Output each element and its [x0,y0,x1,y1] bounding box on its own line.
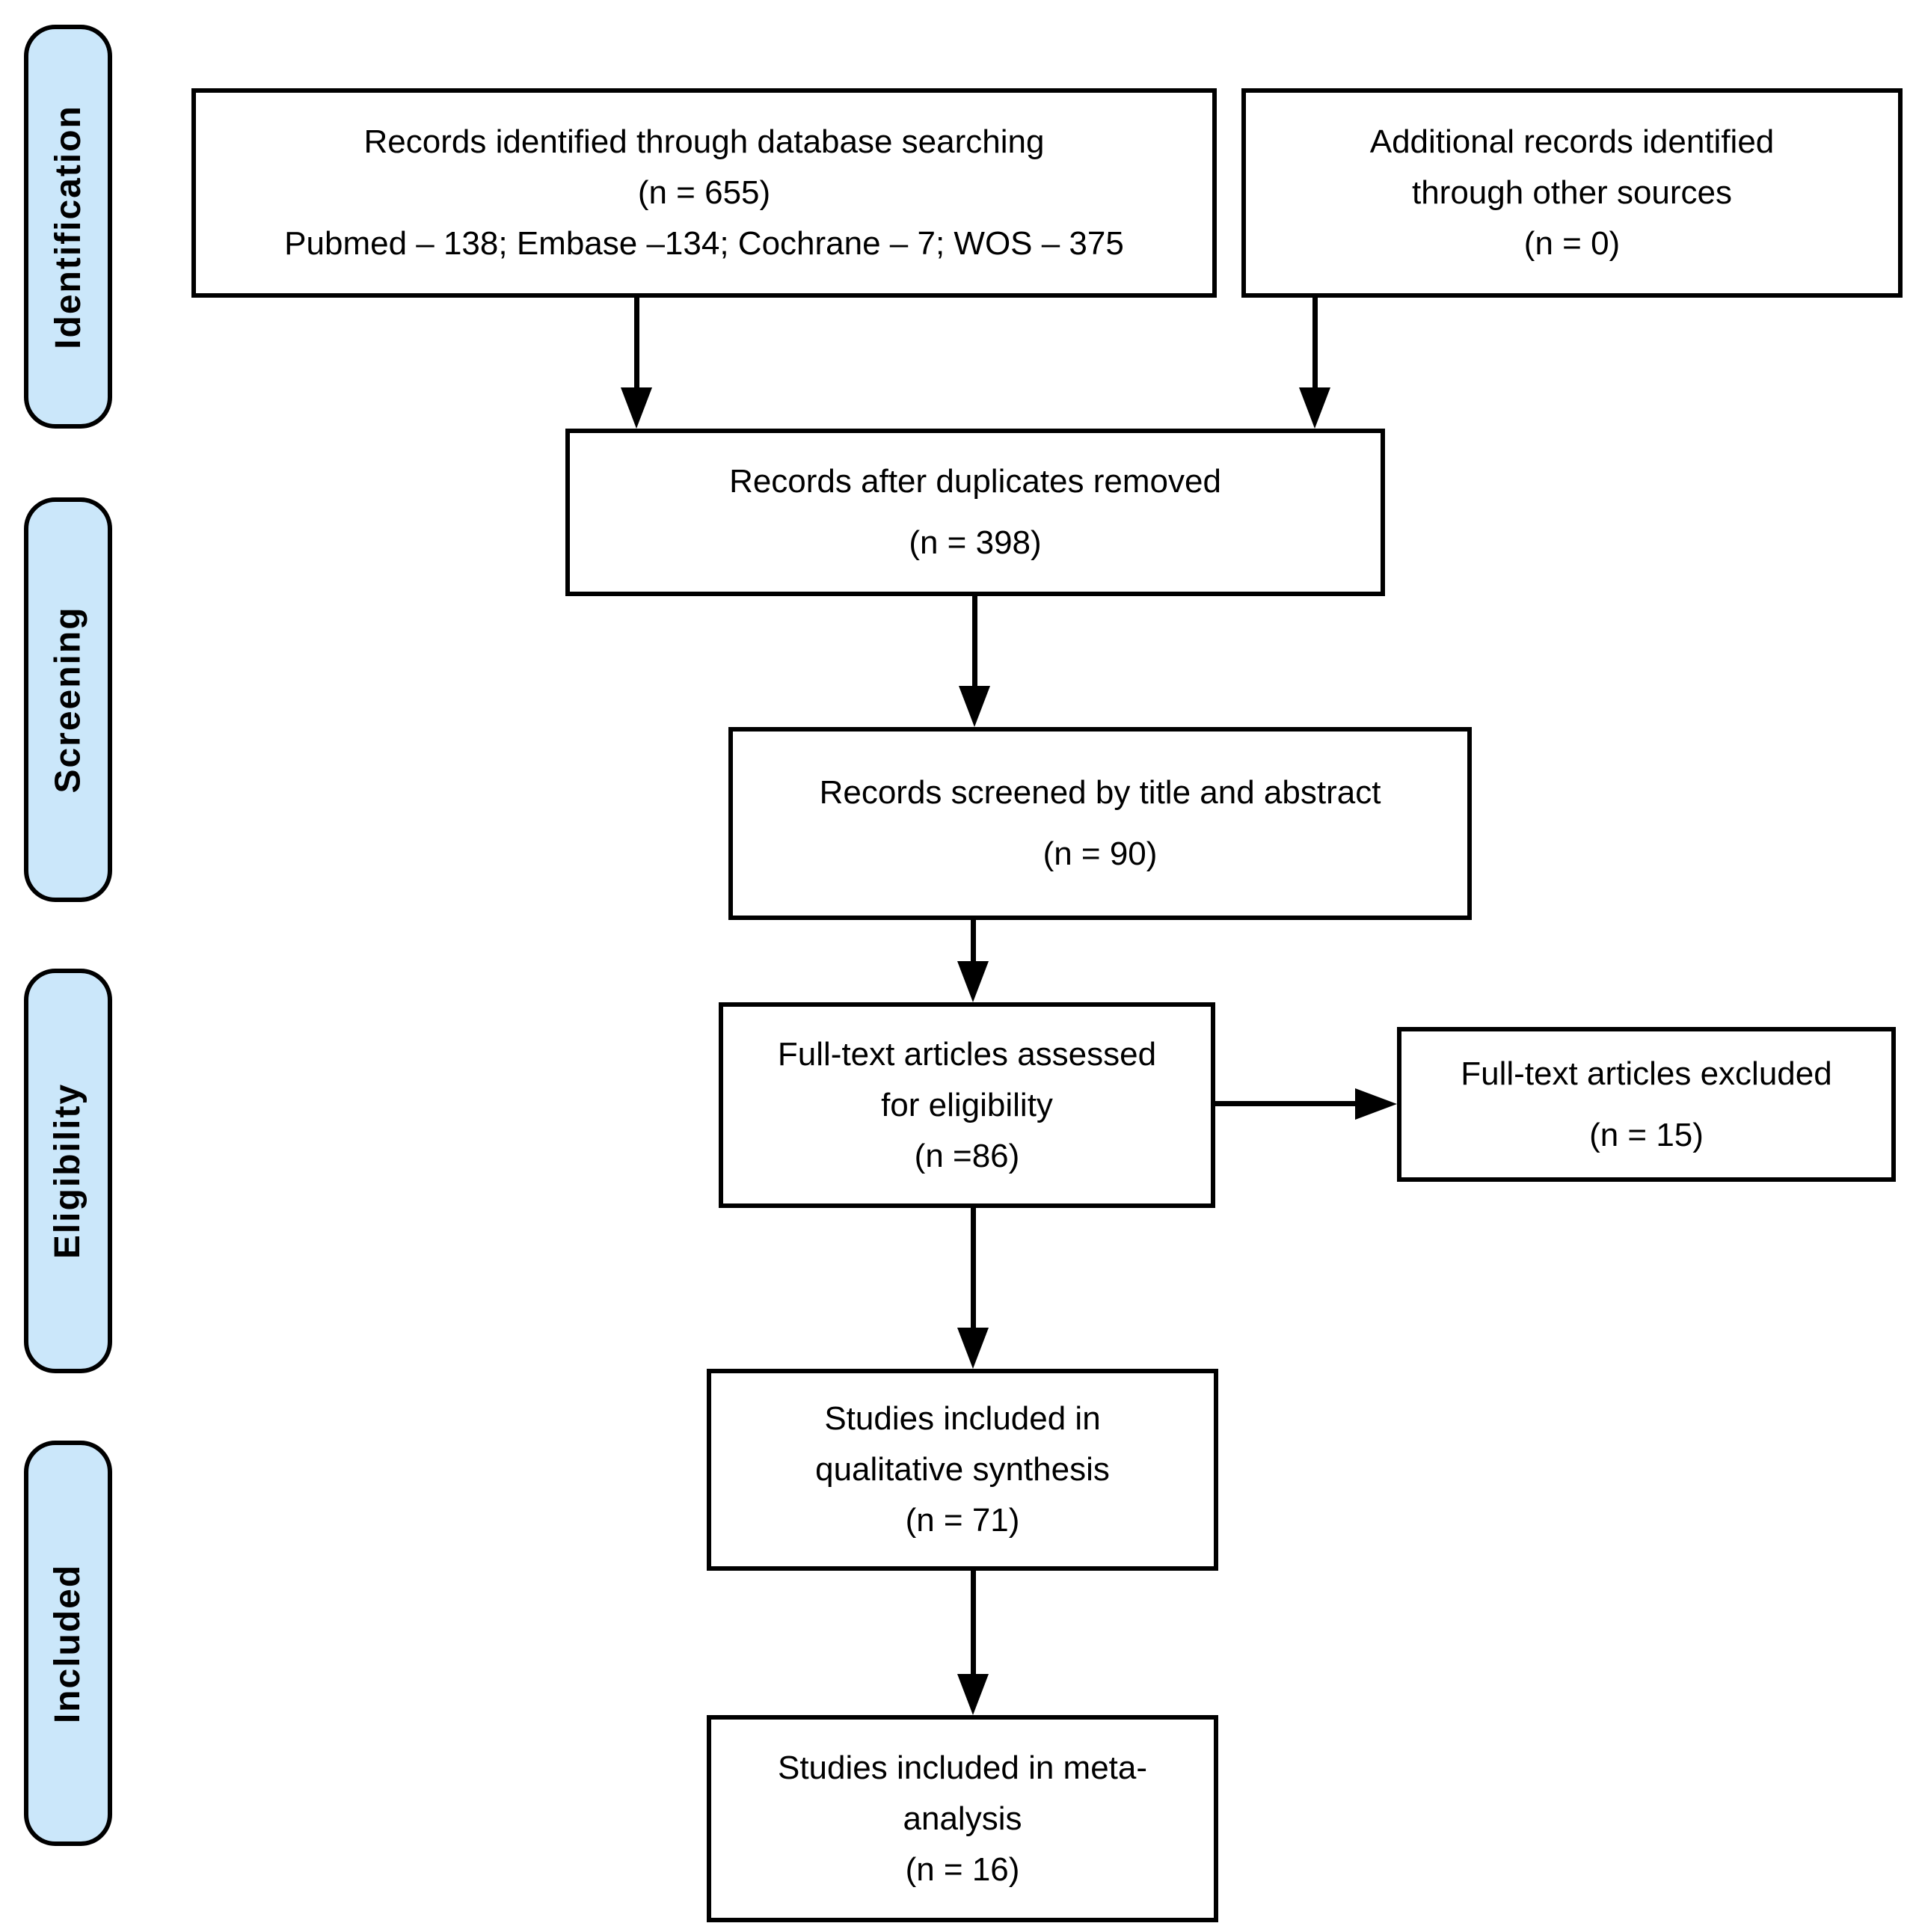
flow-box-fulltext-assessed: Full-text articles assessed for eligibil… [719,1002,1215,1208]
stage-included: Included [24,1441,112,1846]
arrow-line [972,596,977,687]
box-line: Studies included in meta- [777,1749,1148,1786]
box-line: qualitative synthesis [815,1451,1110,1488]
stage-identification-label: Identification [48,104,88,349]
box-line: Full-text articles assessed [777,1035,1157,1073]
flow-box-duplicates-removed: Records after duplicates removed (n = 39… [565,429,1385,596]
box-count: (n = 655) [637,174,771,211]
box-line: through other sources [1411,174,1733,211]
arrow-line [1312,298,1318,389]
box-line: analysis [903,1800,1022,1837]
flow-box-records-screened: Records screened by title and abstract (… [728,727,1472,920]
arrow-line [971,920,976,963]
arrow-line [971,1208,976,1329]
box-line: for eligibility [881,1086,1053,1123]
box-count: (n = 0) [1523,225,1621,262]
flow-box-meta-analysis: Studies included in meta- analysis (n = … [707,1715,1218,1922]
box-line: Records after duplicates removed [729,463,1221,500]
flow-box-qualitative-synthesis: Studies included in qualitative synthesi… [707,1369,1218,1571]
box-count: (n = 398) [909,524,1042,561]
box-count: (n = 15) [1589,1116,1704,1153]
arrowhead-down-icon [1299,387,1330,429]
arrow-line [971,1571,976,1675]
flow-box-fulltext-excluded: Full-text articles excluded (n = 15) [1397,1027,1896,1182]
stage-eligibility-label: Eligibility [48,1082,88,1260]
box-line: Pubmed – 138; Embase –134; Cochrane – 7;… [284,225,1124,262]
stage-eligibility: Eligibility [24,969,112,1373]
box-line: Studies included in [824,1400,1101,1437]
box-line: Records screened by title and abstract [819,774,1381,811]
arrowhead-down-icon [959,686,990,727]
stage-screening: Screening [24,497,112,902]
box-count: (n =86) [914,1137,1020,1174]
box-count: (n = 71) [905,1502,1020,1539]
arrow-line [634,298,639,389]
box-line: Records identified through database sear… [363,123,1045,160]
arrowhead-right-icon [1355,1088,1397,1120]
box-count: (n = 16) [905,1850,1020,1888]
stage-identification: Identification [24,25,112,429]
stage-included-label: Included [48,1563,88,1723]
arrowhead-down-icon [957,1328,989,1369]
box-count: (n = 90) [1043,835,1158,872]
arrow-line [1215,1101,1357,1106]
box-line: Full-text articles excluded [1461,1055,1832,1092]
flow-box-additional-records: Additional records identified through ot… [1241,88,1903,298]
arrowhead-down-icon [957,961,989,1002]
stage-screening-label: Screening [48,606,88,794]
flow-box-records-identified: Records identified through database sear… [191,88,1217,298]
arrowhead-down-icon [957,1674,989,1715]
box-line: Additional records identified [1369,123,1775,160]
arrowhead-down-icon [621,387,652,429]
